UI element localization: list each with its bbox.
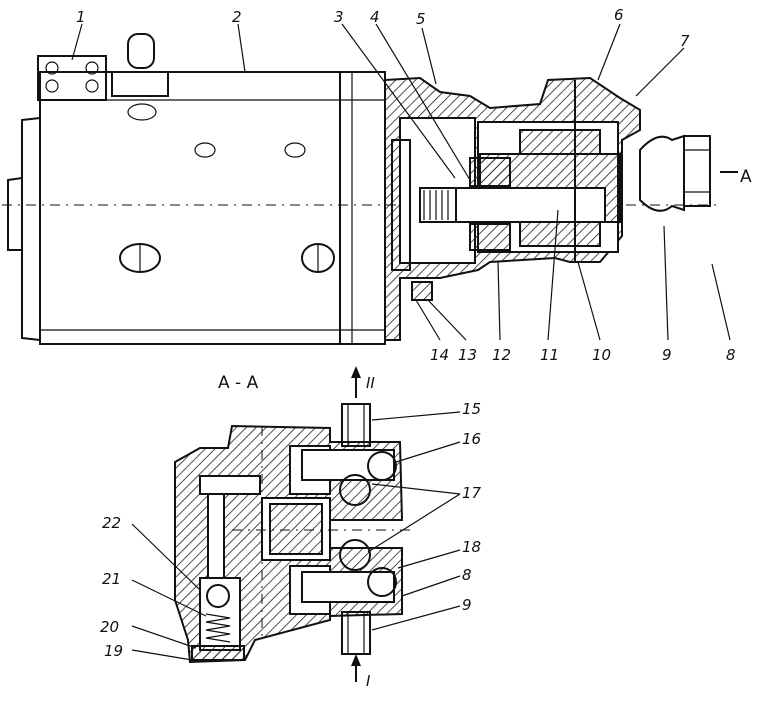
label-2: 2 <box>232 8 242 26</box>
label-1: 1 <box>76 8 86 26</box>
label-4: 4 <box>370 8 380 26</box>
label-19: 19 <box>104 642 123 660</box>
pump-flange <box>384 76 641 341</box>
label-13: 13 <box>458 346 477 364</box>
label-9-section: 9 <box>462 596 472 614</box>
label-9: 9 <box>662 346 672 364</box>
label-6: 6 <box>614 6 624 24</box>
label-8-section: 8 <box>462 566 472 584</box>
label-16: 16 <box>462 430 481 448</box>
label-21: 21 <box>102 570 121 588</box>
motor-body <box>7 33 386 345</box>
label-7: 7 <box>680 32 690 50</box>
section-mark: A <box>720 167 752 187</box>
label-11: 11 <box>540 346 559 364</box>
part-labels: 1 2 3 4 5 6 7 8 9 10 11 12 13 14 15 16 1… <box>76 6 736 660</box>
label-5: 5 <box>416 10 426 28</box>
svg-text:A: A <box>740 167 752 187</box>
leader-lines-top <box>71 23 731 341</box>
label-22: 22 <box>102 514 121 532</box>
label-10: 10 <box>592 346 611 364</box>
label-18: 18 <box>462 538 481 556</box>
leader-lines-bottom <box>131 411 461 661</box>
label-3: 3 <box>334 8 344 26</box>
outlet-fitting <box>639 134 711 212</box>
label-20: 20 <box>100 618 119 636</box>
svg-text:II: II <box>366 374 375 392</box>
label-17: 17 <box>462 484 482 502</box>
label-14: 14 <box>430 346 449 364</box>
svg-text:I: I <box>366 672 371 690</box>
section-title: A - A <box>218 373 259 393</box>
label-8: 8 <box>726 346 736 364</box>
flow-arrows: II I <box>351 366 375 690</box>
label-15: 15 <box>462 400 481 418</box>
label-12: 12 <box>492 346 511 364</box>
pump-section <box>174 403 410 664</box>
